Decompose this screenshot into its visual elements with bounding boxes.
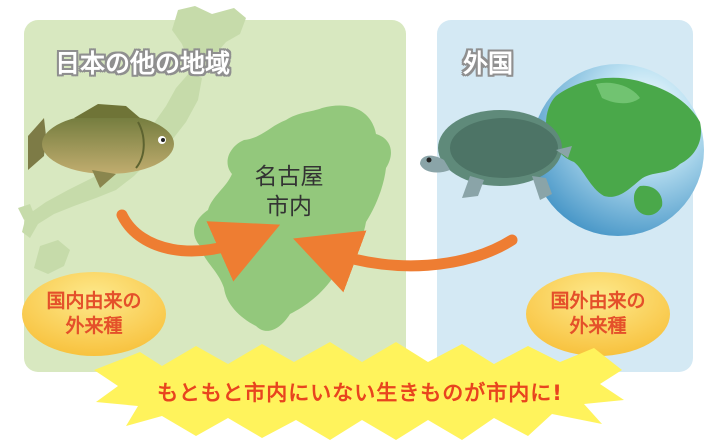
foreign-panel-title: 外国 bbox=[463, 49, 514, 78]
foreign-oval bbox=[526, 272, 670, 356]
domestic-arrow bbox=[116, 209, 281, 282]
domestic-oval-label: 国内由来の 外来種 bbox=[22, 289, 166, 339]
city-label: 名古屋 市内 bbox=[240, 162, 338, 222]
crucian-carp-icon bbox=[28, 104, 174, 188]
starburst-banner bbox=[94, 342, 624, 440]
globe-asia-icon bbox=[532, 64, 704, 236]
domestic-oval-line1: 国内由来の bbox=[46, 290, 142, 312]
foreign-arrow bbox=[293, 230, 518, 293]
city-label-line1: 名古屋 bbox=[254, 164, 324, 190]
japan-map-icon bbox=[18, 6, 246, 274]
foreign-oval-line2: 外来種 bbox=[569, 315, 627, 337]
snapping-turtle-icon bbox=[420, 110, 572, 200]
domestic-panel-title: 日本の他の地域 bbox=[55, 49, 231, 78]
domestic-oval bbox=[22, 272, 166, 356]
domestic-oval-line2: 外来種 bbox=[65, 315, 123, 337]
city-label-line2: 市内 bbox=[266, 194, 312, 220]
banner-text: もともと市内にいない生きものが市内に! bbox=[157, 381, 563, 405]
foreign-oval-label: 国外由来の 外来種 bbox=[526, 289, 670, 339]
foreign-oval-line1: 国外由来の bbox=[550, 290, 646, 312]
